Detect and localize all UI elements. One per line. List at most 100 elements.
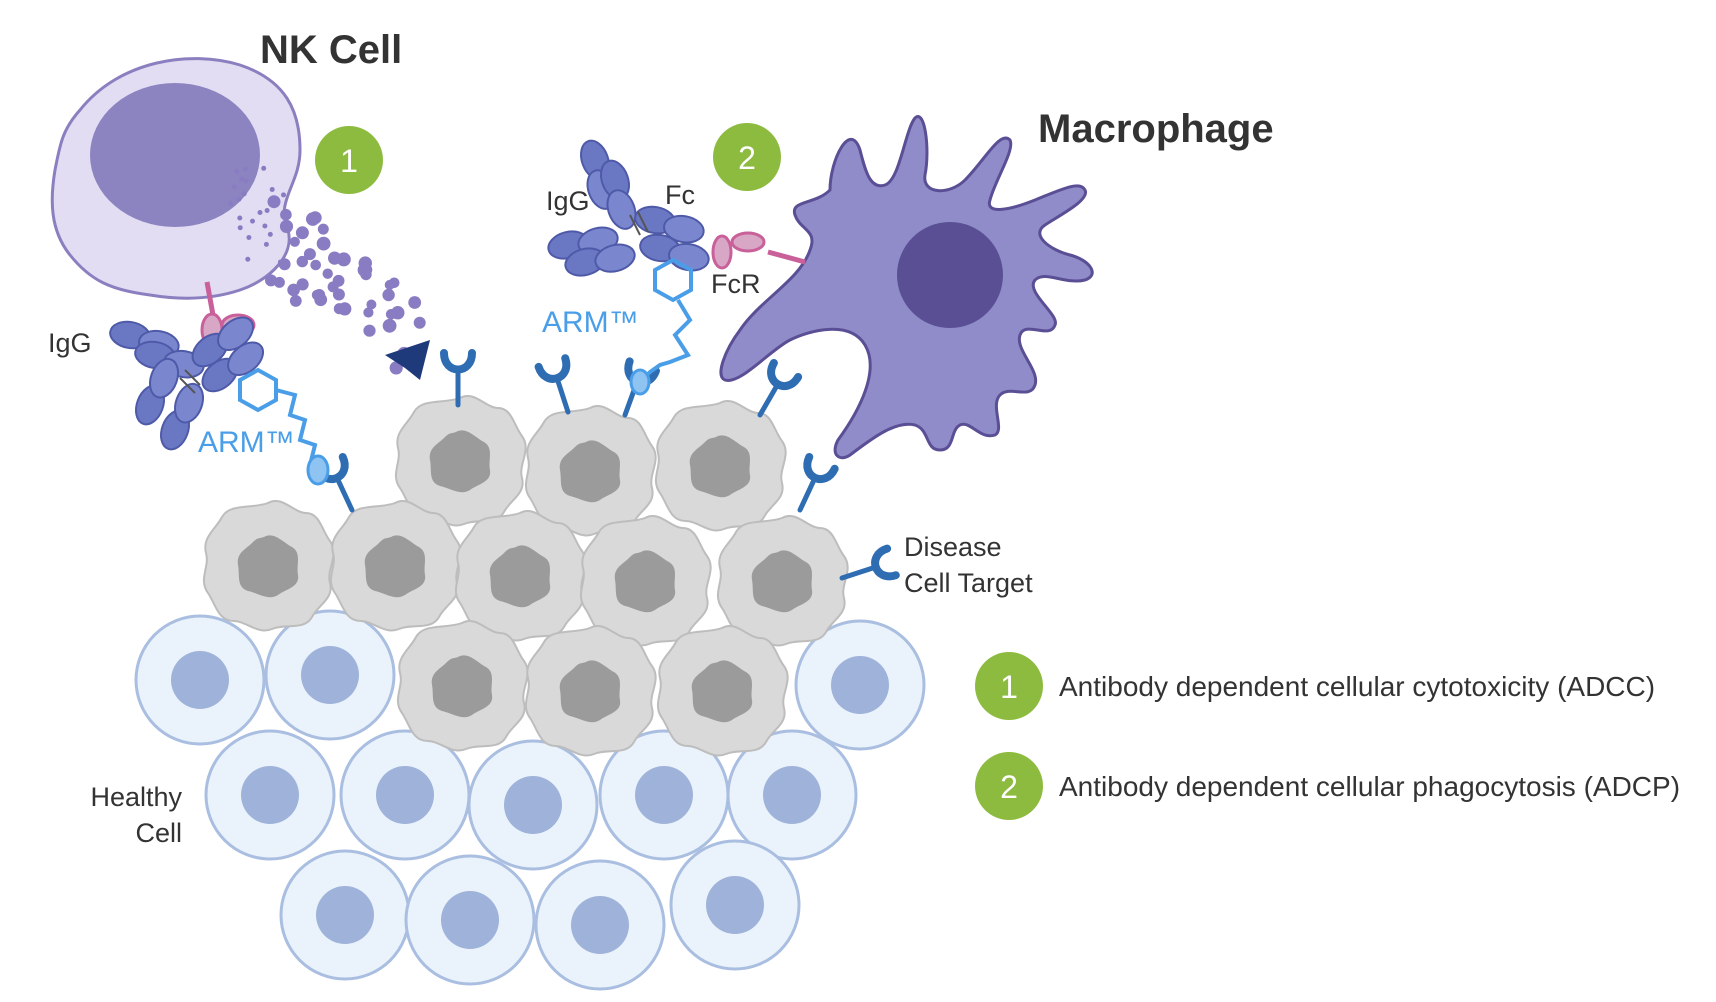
legend-badge-number: 1 bbox=[1000, 669, 1018, 705]
granule bbox=[322, 268, 333, 279]
macrophage-title: Macrophage bbox=[1038, 107, 1274, 151]
granule bbox=[296, 278, 309, 291]
legend-item: 1 Antibody dependent cellular cytotoxici… bbox=[975, 652, 1655, 720]
healthy-cell bbox=[669, 839, 801, 971]
disease-cell bbox=[329, 499, 462, 632]
granule bbox=[358, 256, 372, 270]
macrophage bbox=[719, 114, 1094, 460]
granule bbox=[245, 256, 251, 262]
granule bbox=[308, 211, 322, 225]
granule bbox=[296, 255, 308, 268]
legend-item: 2 Antibody dependent cellular phagocytos… bbox=[975, 752, 1680, 820]
healthy-label-line2: Cell bbox=[135, 818, 182, 848]
igg-label-right: IgG bbox=[546, 186, 590, 216]
healthy-cell bbox=[534, 859, 666, 991]
legend-badge-number: 2 bbox=[1000, 769, 1018, 805]
fcr-link bbox=[767, 249, 806, 265]
igg-label-left: IgG bbox=[48, 328, 92, 358]
healthy-cell bbox=[467, 739, 599, 871]
granule bbox=[250, 218, 255, 224]
granule bbox=[277, 259, 283, 265]
disease-cell bbox=[202, 499, 335, 632]
granule bbox=[287, 283, 300, 297]
disease-label-line1: Disease bbox=[904, 532, 1002, 562]
fcr-receptor bbox=[730, 231, 766, 253]
granule bbox=[332, 288, 345, 301]
granule bbox=[237, 225, 243, 231]
healthy-cell bbox=[339, 729, 471, 861]
granule bbox=[336, 252, 351, 267]
disease-cell bbox=[524, 624, 657, 757]
granule bbox=[382, 318, 397, 333]
arm-linker bbox=[275, 388, 318, 466]
granule bbox=[281, 192, 286, 198]
granule bbox=[262, 223, 268, 229]
granule bbox=[389, 361, 403, 375]
granule bbox=[289, 236, 300, 247]
healthy-cell bbox=[279, 849, 411, 981]
disease-cell bbox=[396, 619, 529, 752]
granule bbox=[413, 316, 426, 329]
granule bbox=[265, 274, 277, 287]
granule bbox=[267, 231, 273, 237]
disease-cell bbox=[716, 514, 849, 647]
healthy-cell bbox=[204, 729, 336, 861]
granule bbox=[311, 289, 323, 301]
disease-cell bbox=[654, 399, 787, 532]
fcr-label: FcR bbox=[711, 269, 761, 299]
granule bbox=[316, 236, 331, 251]
fcr-link bbox=[204, 281, 216, 316]
legend-text: Antibody dependent cellular phagocytosis… bbox=[1059, 771, 1680, 802]
legend-text: Antibody dependent cellular cytotoxicity… bbox=[1059, 671, 1655, 702]
healthy-cell bbox=[264, 609, 396, 741]
granule bbox=[243, 166, 248, 172]
granule bbox=[228, 201, 234, 207]
granule bbox=[310, 259, 322, 271]
macrophage-nucleus bbox=[897, 222, 1003, 328]
badge-2-number: 2 bbox=[738, 140, 756, 176]
nk-cell bbox=[50, 57, 302, 300]
granule bbox=[239, 176, 244, 182]
nk-cell-title: NK Cell bbox=[260, 28, 402, 72]
granule bbox=[303, 248, 316, 261]
healthy-cell bbox=[134, 614, 266, 746]
granule bbox=[264, 208, 270, 213]
antibody-complex-left bbox=[106, 281, 330, 486]
granule bbox=[333, 303, 345, 315]
granule bbox=[289, 295, 302, 307]
arm-label-right: ARM™ bbox=[542, 306, 639, 339]
granule bbox=[257, 210, 263, 215]
granule bbox=[241, 191, 247, 197]
healthy-label-line1: Healthy bbox=[90, 782, 182, 812]
badge-2: 2 bbox=[713, 123, 781, 191]
arm-label-left: ARM™ bbox=[198, 426, 295, 459]
disease-cell bbox=[524, 404, 657, 537]
legend: 1 Antibody dependent cellular cytotoxici… bbox=[975, 652, 1680, 820]
granule bbox=[261, 165, 267, 171]
legend-badge bbox=[975, 752, 1043, 820]
arm-ring bbox=[238, 367, 278, 413]
granule bbox=[269, 187, 275, 192]
granule bbox=[363, 324, 376, 337]
healthy-cell bbox=[404, 854, 536, 986]
arm-linker bbox=[640, 298, 693, 382]
granule bbox=[236, 196, 242, 202]
granule bbox=[279, 219, 294, 233]
granule bbox=[295, 226, 309, 240]
badge-1: 1 bbox=[315, 126, 383, 194]
granule bbox=[391, 306, 405, 320]
granule bbox=[332, 274, 345, 287]
disease-cell bbox=[656, 624, 789, 757]
badge-1-number: 1 bbox=[340, 143, 358, 179]
granule bbox=[267, 195, 281, 209]
antibody-complex-right bbox=[544, 135, 806, 396]
granule bbox=[237, 215, 243, 221]
nk-nucleus bbox=[90, 83, 260, 227]
chevron-icon bbox=[385, 340, 430, 380]
granule bbox=[388, 277, 400, 289]
granule bbox=[360, 268, 372, 281]
fcr-receptor bbox=[711, 234, 733, 270]
granule bbox=[231, 184, 237, 190]
arm-ring bbox=[653, 257, 693, 303]
granule bbox=[243, 178, 249, 184]
